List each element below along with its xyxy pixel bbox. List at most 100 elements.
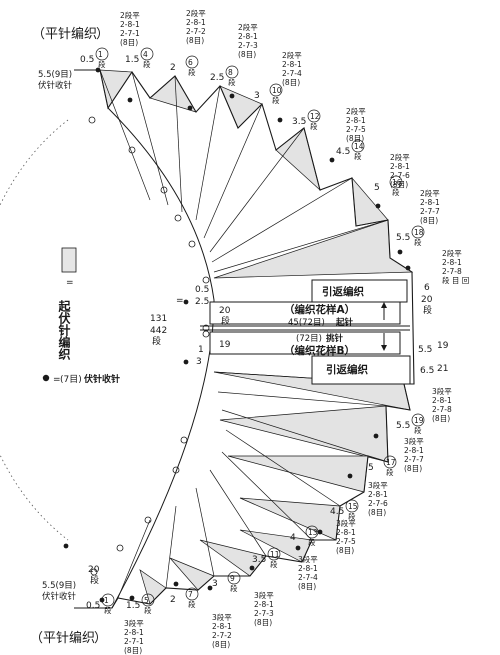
bottom-edge-value: 5.5(9目) <box>42 581 76 591</box>
bottom-seg-rows: 7 <box>188 590 193 599</box>
bottom-note-line3: 2-7-5 <box>336 537 356 546</box>
pattern-b-label: （编织花样B） <box>284 344 355 357</box>
left-top-05: 0.5 <box>195 285 209 295</box>
top-note-line4: (8目) <box>390 180 408 189</box>
bottom-seg-rows: 15 <box>348 502 358 511</box>
bottom-note-line1: 3段平 <box>254 590 274 600</box>
top-note-line4: (8目) <box>282 78 300 87</box>
top-note-line3: 2-7-8 <box>442 267 462 276</box>
top-note-line3: 2-7-7 <box>420 207 440 216</box>
marker-ring-icon <box>128 146 136 154</box>
fan-line <box>213 219 389 273</box>
bindoff-dot-icon <box>95 67 101 73</box>
fan-line <box>209 469 267 557</box>
bottom-note-line2: 2-8-1 <box>368 490 388 499</box>
shaded-wedge <box>351 176 389 227</box>
bindoff-dot-icon <box>317 529 323 535</box>
bottom-seg-rows-unit: 段 <box>144 605 152 615</box>
top-seg-rows-unit: 段 <box>392 187 400 197</box>
bottom-seg-width: 3.5 <box>252 555 266 565</box>
bottom-seg-rows-circle <box>141 593 155 607</box>
bottom-note-line1: 3段平 <box>336 518 356 528</box>
top-note-line1: 2段平 <box>346 106 366 116</box>
bottom-note-line3: 2-7-2 <box>212 631 232 640</box>
bindoff-dot-icon <box>229 93 235 99</box>
top-seg-rows-circle <box>269 83 283 97</box>
top-note-line2: 2-8-1 <box>186 18 206 27</box>
top-seg-rows-unit: 段 <box>228 77 236 87</box>
bottom-seg-rows: 5 <box>144 596 149 605</box>
top-seg-rows-circle <box>225 65 239 79</box>
bottom-note-line3: 2-7-6 <box>368 499 388 508</box>
bindoff-dot-icon <box>375 203 381 209</box>
bottom-note-line2: 2-8-1 <box>124 628 144 637</box>
marker-ring-icon <box>88 116 96 124</box>
top-seg-rows-unit: 段 <box>354 151 362 161</box>
top-seg-rows-circle <box>389 175 403 189</box>
bottom-note-line3: 2-7-8 <box>432 405 452 414</box>
top-edge-value: 5.5(9目) <box>38 70 72 80</box>
bottom-note-line1: 3段平 <box>124 618 144 628</box>
right-top-20: 20 <box>421 295 433 305</box>
bindoff-legend-count: (7目) <box>60 374 82 385</box>
right-top-20-unit: 段 <box>423 304 432 316</box>
bindoff-dot-icon <box>207 585 213 591</box>
marker-group <box>63 67 411 603</box>
bindoff-dot-icon <box>63 543 69 549</box>
bottom-note-line4: (8目) <box>336 546 354 555</box>
bottom-note-line1: 3段平 <box>368 480 388 490</box>
left-bot-1: 1 <box>198 345 204 355</box>
bottom-seg-rows-unit: 段 <box>308 537 316 547</box>
center-rows-unit: 段 <box>152 335 161 347</box>
top-seg-rows-unit: 段 <box>143 59 151 69</box>
shaping-notes: 2段平2-8-12-7-1(8目)2段平2-8-12-7-2(8目)2段平2-8… <box>120 8 469 655</box>
left-mark-eq: = <box>176 296 184 306</box>
fan-line <box>209 127 305 253</box>
bottom-seg-width: 1.5 <box>126 601 140 611</box>
top-seg-width: 4.5 <box>336 147 350 157</box>
top-seg-rows: 14 <box>354 142 364 151</box>
panel-b <box>209 331 401 355</box>
bottom-note-line4: (8目) <box>368 508 386 517</box>
bottom-note-line3: 2-7-7 <box>404 455 424 464</box>
top-note-line3: 2-7-4 <box>282 69 302 78</box>
top-note-line1: 2段平 <box>238 22 258 32</box>
fan-line <box>211 177 353 263</box>
bottom-note-line2: 2-8-1 <box>336 528 356 537</box>
left-top-20: 20 <box>219 306 231 316</box>
top-seg-rows: 10 <box>272 86 282 95</box>
pattern-bottom-close: ） <box>94 631 107 646</box>
bindoff-dot-icon <box>295 545 301 551</box>
bottom-note-line4: (8目) <box>124 646 142 655</box>
bottom-seg-width: 3 <box>212 579 218 589</box>
bottom-seg-rows-circle <box>101 593 115 607</box>
bindoff-dot-icon <box>277 117 283 123</box>
fan-line <box>221 409 369 457</box>
short-row-bottom <box>311 355 411 385</box>
bottom-seg-rows-unit: 段 <box>414 425 422 435</box>
top-seg-rows-unit: 段 <box>188 67 196 77</box>
top-seg-rows-circle <box>95 47 109 61</box>
bottom-seg-rows-unit: 段 <box>230 583 238 593</box>
pattern-top-close: ） <box>96 27 109 42</box>
top-note-line1: 2段平 <box>186 8 206 18</box>
top-seg-rows-circle <box>411 225 425 239</box>
bottom-note-line4: (8目) <box>432 414 450 423</box>
right-bot-65: 6.5 <box>420 366 434 376</box>
right-bot-19: 19 <box>437 341 449 351</box>
pattern-a-label: （编织花样A） <box>284 303 355 316</box>
top-seg-rows: 8 <box>228 68 233 77</box>
fan-line <box>217 391 387 407</box>
cast-on-legend: 起伏针编织 <box>57 299 71 361</box>
center-width: 131 <box>150 314 167 324</box>
top-seg-rows-circle <box>140 47 154 61</box>
fan-line <box>225 429 341 507</box>
top-seg-width: 5.5 <box>396 233 410 243</box>
marker-ring-icon <box>174 214 182 222</box>
fan-line <box>195 85 221 221</box>
bottom-note-line4: (8目) <box>254 618 272 627</box>
bindoff-dot-icon <box>405 265 411 271</box>
top-note-line1: 2段平 <box>442 248 462 258</box>
